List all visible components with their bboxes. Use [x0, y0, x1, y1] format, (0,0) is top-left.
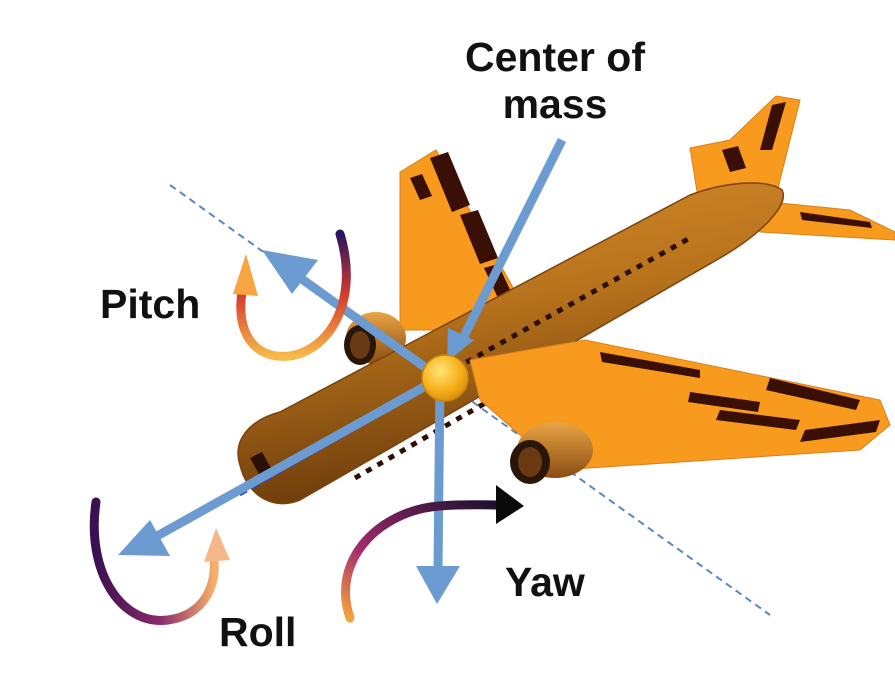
yaw-label: Yaw — [505, 559, 585, 605]
roll-rotation-curved-arrow-icon — [89, 497, 230, 625]
lower-engine — [510, 422, 593, 484]
yaw-axis-arrow — [416, 377, 460, 604]
center-of-mass-label-line2: mass — [502, 81, 608, 127]
pitch-label: Pitch — [100, 281, 201, 327]
yaw-rotation-curved-arrow-icon — [341, 485, 524, 623]
center-of-mass-label: Center of mass — [420, 34, 690, 128]
pitch-rotation-curved-arrow-icon — [233, 229, 351, 361]
roll-axis-arrow — [118, 374, 443, 556]
upper-engine — [344, 312, 406, 365]
center-of-mass-pointer — [447, 137, 567, 362]
center-of-mass-label-line1: Center of — [465, 34, 645, 80]
roll-label: Roll — [219, 609, 297, 655]
pitch-axis-arrow — [262, 250, 443, 382]
center-of-mass-ball — [421, 354, 469, 402]
